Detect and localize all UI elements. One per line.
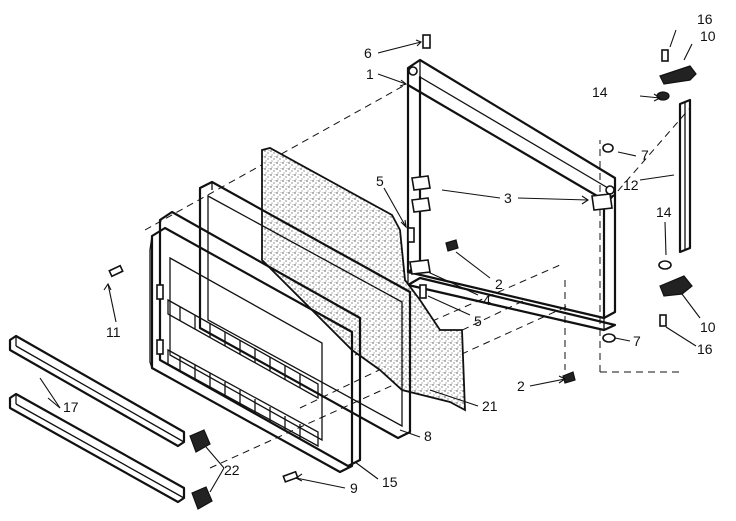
callout-11: 11 (106, 324, 121, 340)
shelf-ribs-lower (179, 357, 301, 438)
callout-12: 12 (623, 177, 639, 193)
callout-8: 8 (424, 428, 432, 444)
callout-7-top: 7 (641, 147, 649, 163)
washer-7-bottom (602, 333, 616, 343)
hinges (659, 65, 697, 297)
screw-11 (108, 264, 124, 278)
screw-9 (282, 470, 299, 483)
leader-lines (39, 29, 701, 493)
callout-7-bottom: 7 (633, 333, 641, 349)
bracket-2-lower (562, 371, 576, 384)
callout-labels: 6 1 5 3 2 4 5 16 10 14 7 12 14 10 7 16 2… (63, 11, 716, 496)
screw-16-top (661, 49, 669, 62)
callout-3: 3 (504, 190, 512, 206)
callout-2-upper: 2 (495, 276, 503, 292)
hinge-cover-strip (678, 98, 692, 254)
bracket-2-upper (445, 239, 459, 252)
screw-16-bottom (659, 314, 667, 327)
screw-5-lower (419, 284, 427, 299)
inner-door-liner (149, 210, 362, 474)
callout-21: 21 (482, 398, 498, 414)
screw-6 (422, 34, 431, 49)
callout-14-top: 14 (592, 84, 608, 100)
callout-10-top: 10 (700, 28, 716, 44)
callout-16-top: 16 (697, 11, 713, 27)
foam-insulation-panel (261, 147, 466, 412)
callout-14-mid: 14 (656, 204, 672, 220)
callout-6: 6 (364, 45, 372, 61)
screw-5-upper (407, 227, 415, 243)
callout-9: 9 (350, 480, 358, 496)
callout-4: 4 (483, 292, 491, 308)
shelf-end-caps (189, 429, 213, 510)
screw-7-top (602, 143, 614, 153)
callout-5-lower: 5 (474, 313, 482, 329)
callout-17: 17 (63, 399, 79, 415)
callout-16-bottom: 16 (697, 341, 713, 357)
callout-10-bottom: 10 (700, 319, 716, 335)
washer-14-mid (658, 260, 672, 270)
hinge-brackets (409, 175, 613, 275)
callout-2-lower: 2 (517, 378, 525, 394)
shelf-ribs-upper (179, 307, 301, 388)
outer-door-frame (406, 58, 617, 332)
door-shelf-bars (8, 334, 186, 504)
callout-15: 15 (382, 474, 398, 490)
callout-1: 1 (366, 66, 374, 82)
callout-22: 22 (224, 462, 240, 478)
callout-5-upper: 5 (376, 173, 384, 189)
